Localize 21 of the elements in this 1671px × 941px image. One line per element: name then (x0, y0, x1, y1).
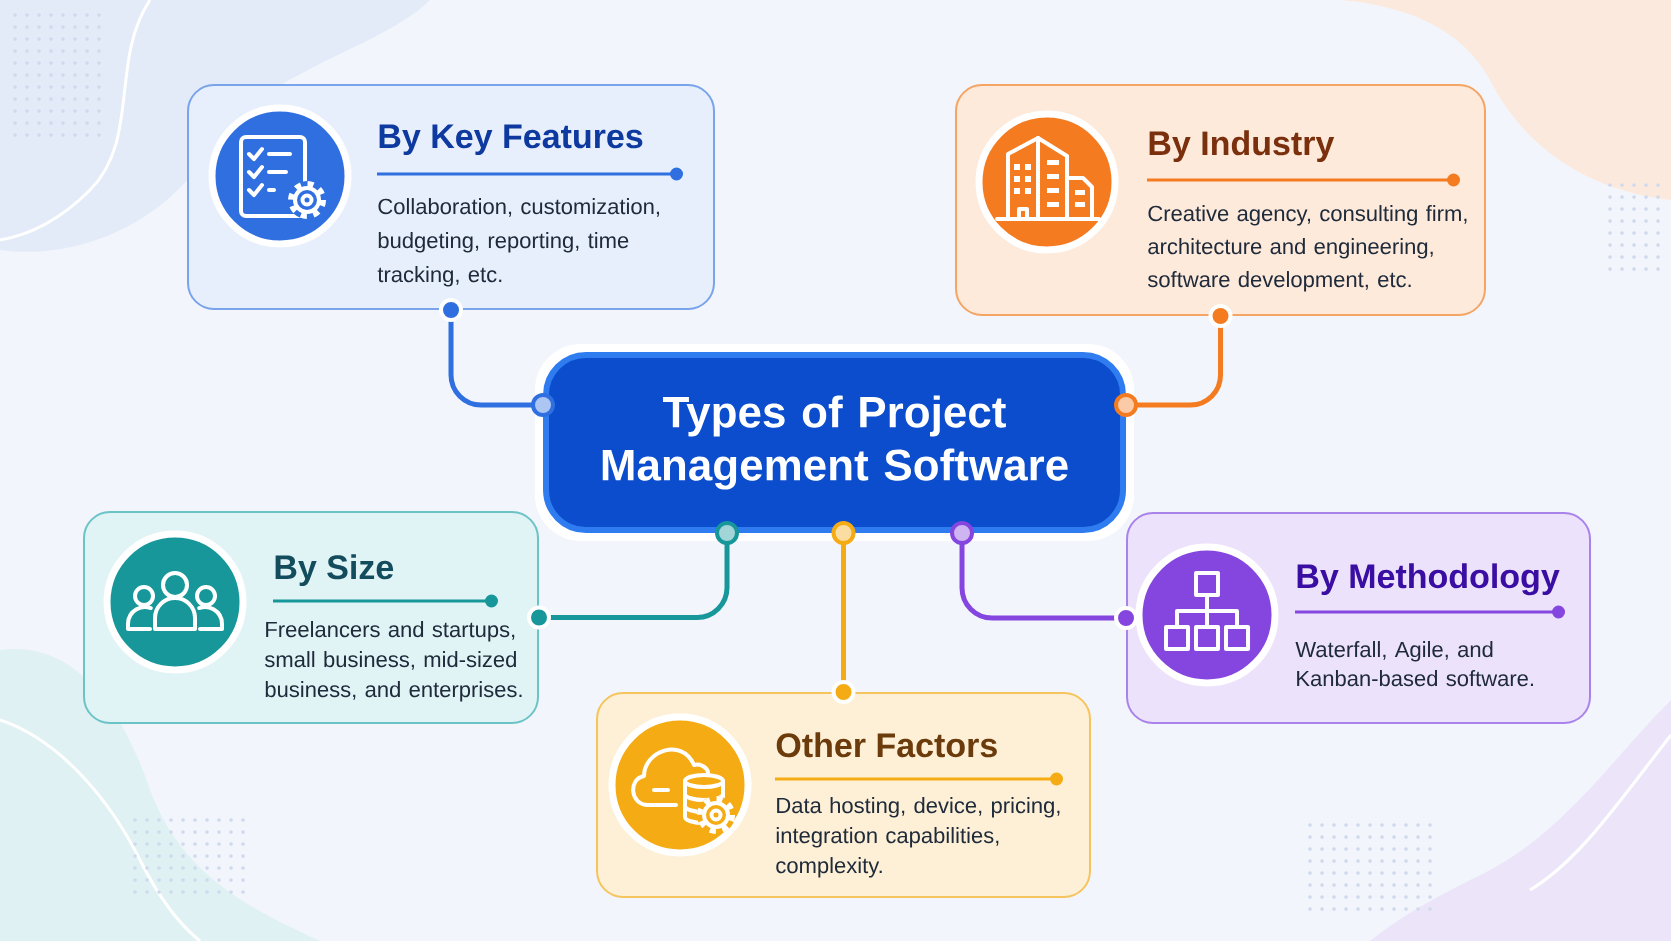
card-text: Creative agency, consulting firm, architecture and engineering, software development, etc. (1147, 205, 1467, 292)
card-title: By Industry (1149, 130, 1335, 163)
connector-line (439, 298, 555, 417)
card-title: By Key Features (379, 124, 643, 156)
card-title: By Size (275, 554, 394, 587)
connector-line (950, 521, 1138, 630)
category-card (83, 511, 539, 724)
title-box: Types of Project Management Software (535, 344, 1134, 541)
category-card (1126, 512, 1591, 724)
card-text: Waterfall, Agile, and Kanban-based software. (1295, 641, 1533, 687)
category-card (955, 84, 1486, 316)
card-title: By Methodology (1297, 563, 1560, 596)
card-text: Data hosting, device, pricing, integration capabilities, complexity. (776, 797, 1060, 878)
category-card (596, 692, 1091, 898)
connector-line (831, 521, 856, 704)
connector-line (527, 521, 739, 630)
card-text: Freelancers and startups, small business, mid-sized business, and enterprises. (264, 621, 522, 702)
card-title: Other Factors (776, 732, 997, 758)
connector-line (1114, 304, 1233, 417)
category-card (187, 84, 715, 310)
card-text: Collaboration, customization, budgeting, reporting, time tracking, etc. (377, 198, 659, 287)
